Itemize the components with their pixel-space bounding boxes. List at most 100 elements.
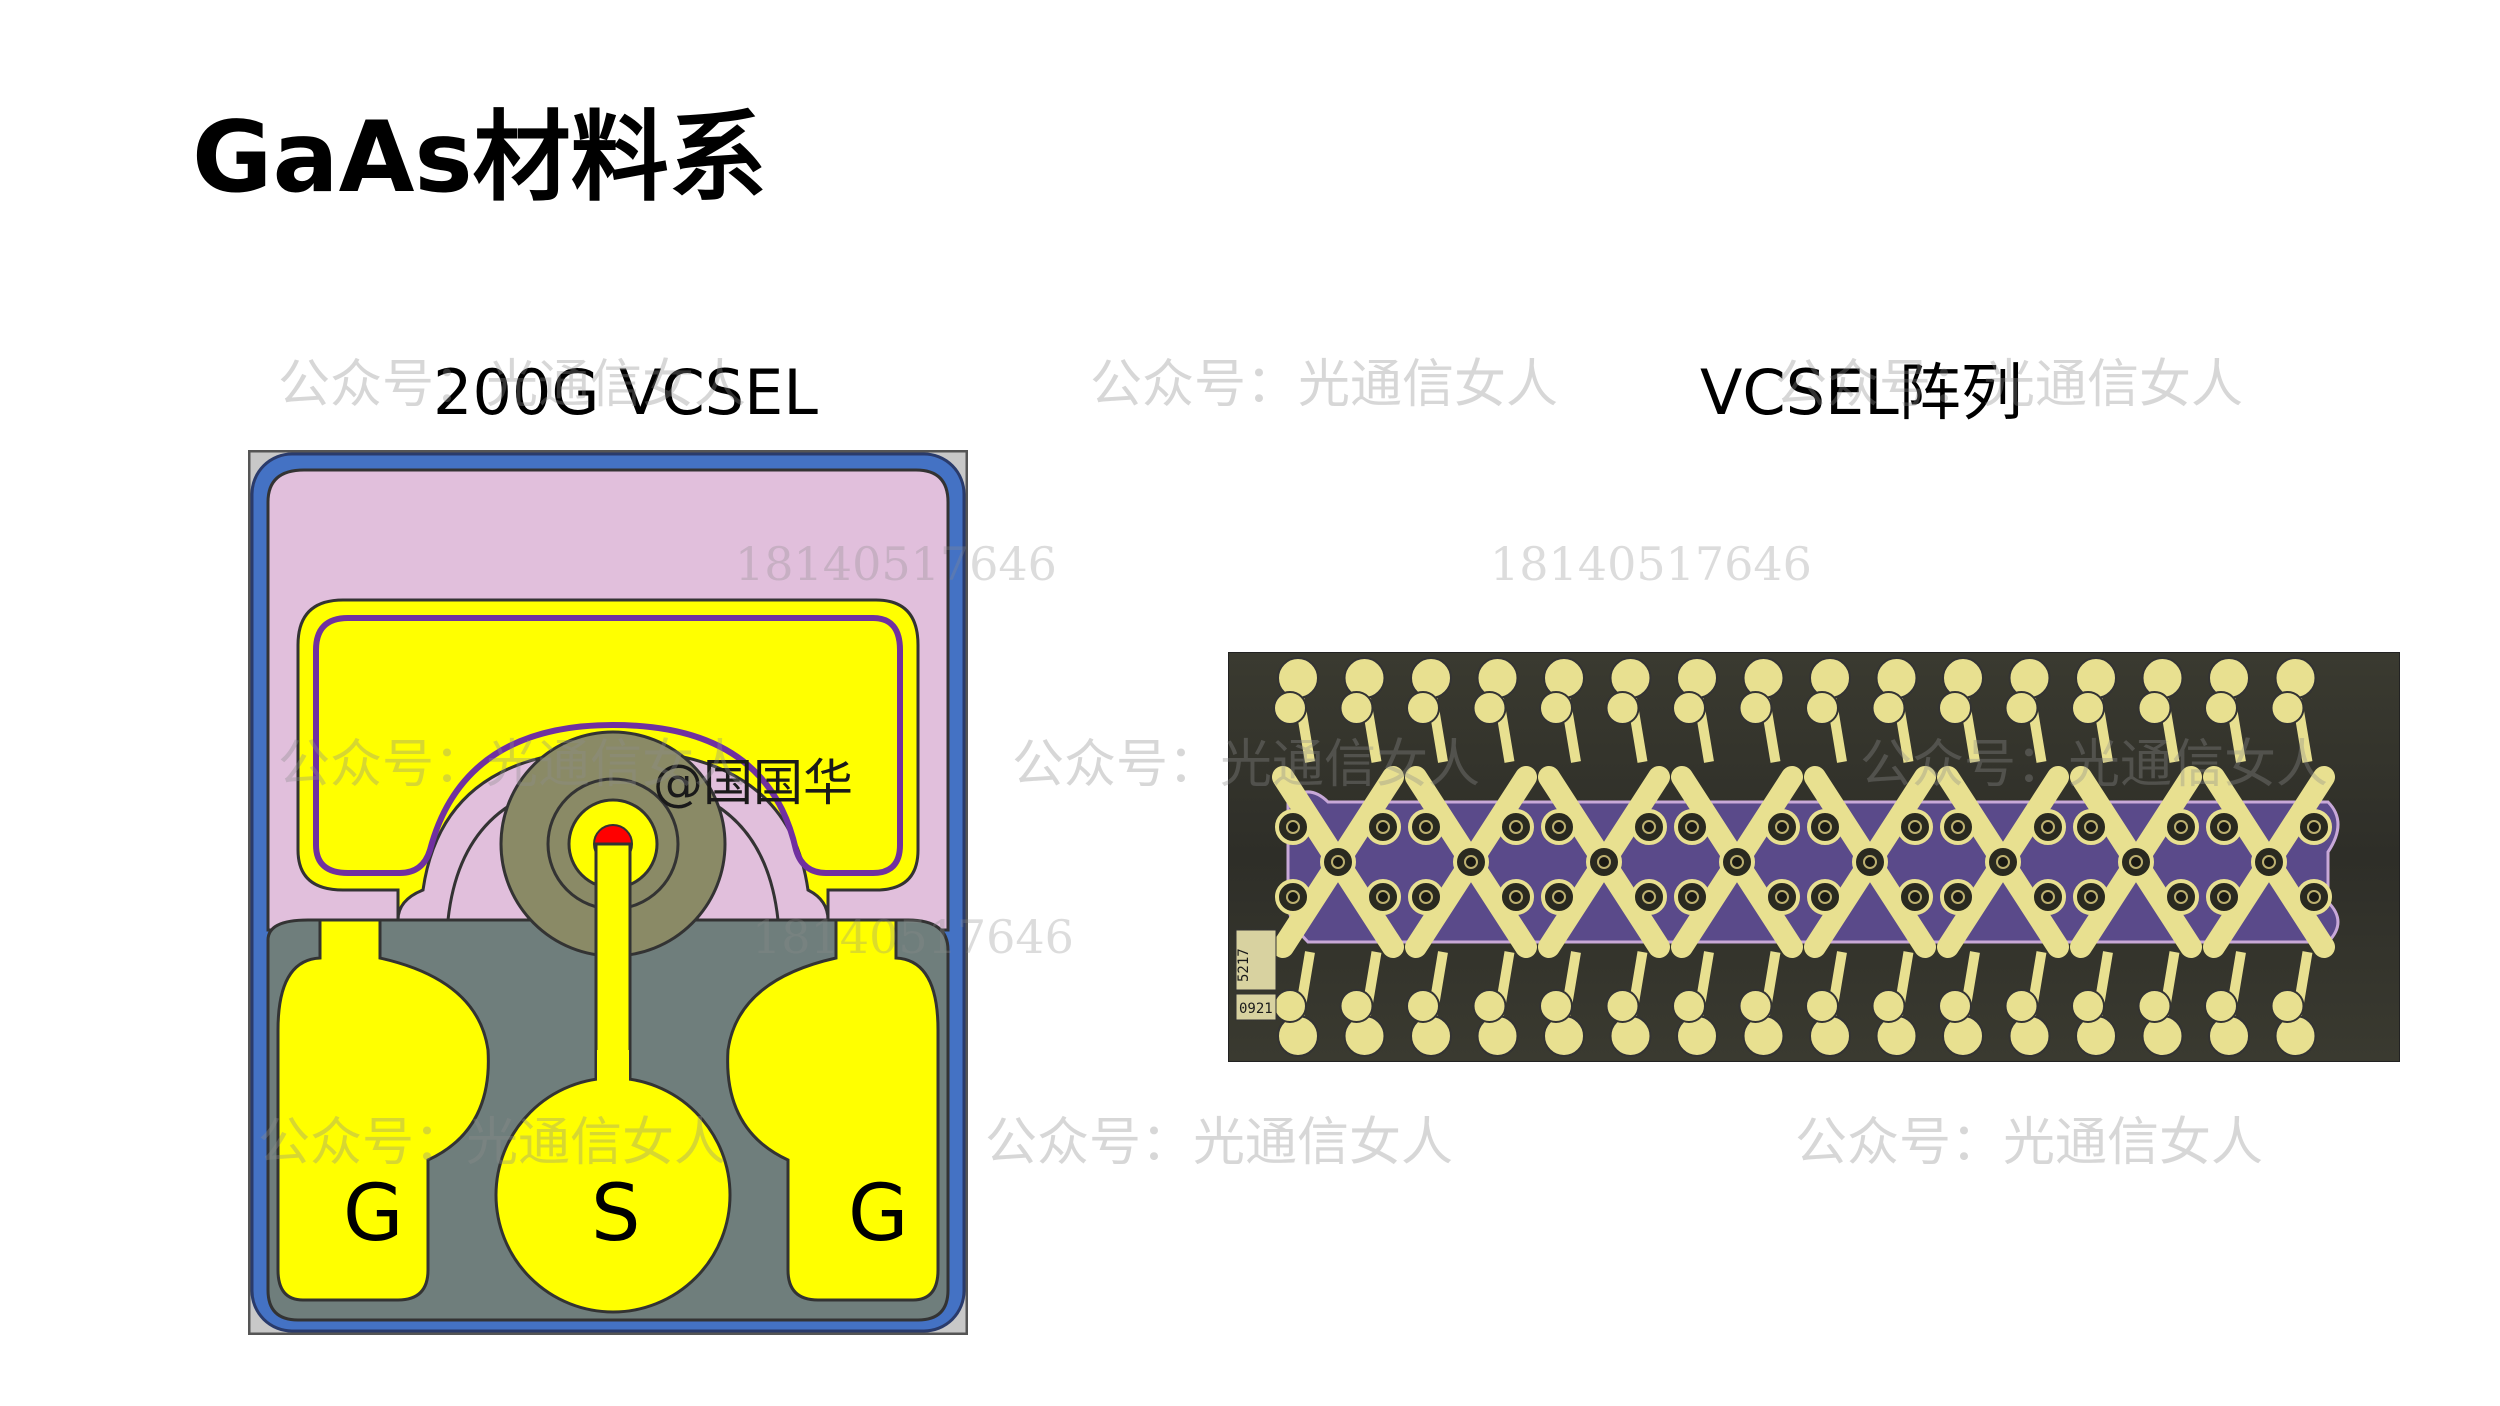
array-bottom-pad-inner [1472,989,1507,1023]
ground-label-left: G [343,1169,403,1259]
signal-label: S [591,1169,641,1259]
array-emitter-aperture [1818,820,1832,834]
array-emitter-aperture [1642,890,1656,904]
array-emitter-aperture [2217,890,2231,904]
array-emitter-aperture [2174,820,2188,834]
array-emitter-aperture [2262,855,2276,869]
array-top-pad [1875,657,1918,699]
array-bottom-pad-inner [1672,989,1706,1023]
array-emitter-aperture [1775,820,1789,834]
array-emitter-aperture [1908,890,1922,904]
array-emitter-aperture [1863,855,1877,869]
array-bottom-pad [1875,1015,1918,1057]
array-bottom-pad [2075,1015,2117,1057]
array-top-pad-inner [1539,691,1573,725]
array-emitter-aperture [1331,855,1345,869]
watermark-account: 公众号：光通信女人 [985,1113,1454,1173]
array-top-pad [2208,657,2250,699]
array-top-pad [2075,657,2117,699]
array-emitter-aperture [1597,855,1611,869]
vcsel-200g-caption: 200G VCSEL [433,356,818,429]
watermark-phone: 18140517646 [1490,537,1812,591]
array-bottom-pad [1476,1015,1519,1057]
array-emitter-aperture [1730,855,1744,869]
array-emitter-aperture [1775,890,1789,904]
array-top-pad [1809,657,1851,699]
array-bottom-pad [1942,1015,1984,1057]
trench-outline [313,615,903,876]
array-emitter-aperture [2174,890,2188,904]
array-bottom-pad-inner [1738,989,1773,1023]
array-emitter-aperture [1509,820,1523,834]
array-top-pad-inner [2270,691,2305,725]
array-top-pad [1543,657,1585,699]
array-top-pad-inner [1938,691,1972,725]
array-top-pad [1609,657,1652,699]
array-emitter-aperture [2084,820,2098,834]
array-bottom-pad-inner [2270,989,2305,1023]
array-emitter-aperture [1464,855,1478,869]
array-emitter-aperture [1908,820,1922,834]
array-bottom-pad [1543,1015,1585,1057]
vcsel-array-caption: VCSEL阵列 [1700,356,2023,429]
array-top-pad [1410,657,1452,699]
array-emitter-aperture [1996,855,2010,869]
array-emitter-aperture [1951,820,1965,834]
array-emitter-aperture [1376,890,1390,904]
array-top-pad-inner [1871,691,1906,725]
die-mark-2: 0921 [1239,1001,1273,1017]
vcsel-array-photo: 5217 0921 [1228,652,2400,1062]
array-top-pad-inner [1605,691,1640,725]
array-top-pad [1343,657,1386,699]
array-top-pad-inner [1339,691,1374,725]
array-emitter-aperture [1419,890,1433,904]
array-bottom-pad [2008,1015,2051,1057]
array-bottom-pad-inner [1273,989,1307,1023]
die-mark-box-1 [1235,929,1277,991]
die-mark-1: 5217 [1236,948,1252,982]
array-emitter-aperture [1685,820,1699,834]
array-top-pad [2141,657,2184,699]
array-top-pad-inner [2204,691,2238,725]
array-bottom-pad [1410,1015,1452,1057]
array-emitter-aperture [1951,890,1965,904]
array-top-pad [1942,657,1984,699]
array-top-pad [2274,657,2317,699]
array-emitter-aperture [1642,820,1656,834]
array-bottom-pad [1343,1015,1386,1057]
die-mark-box-2 [1235,993,1277,1021]
array-bottom-pad-inner [1539,989,1573,1023]
array-bottom-pad [1609,1015,1652,1057]
array-emitter-aperture [1286,820,1300,834]
array-top-pad-inner [1472,691,1507,725]
array-bottom-pad-inner [2137,989,2172,1023]
array-emitter-aperture [2084,890,2098,904]
array-bottom-pad-inner [1871,989,1906,1023]
array-bottom-pad [1742,1015,1785,1057]
array-bottom-pad-inner [1605,989,1640,1023]
array-emitter-aperture [1552,890,1566,904]
array-bottom-pad-inner [1406,989,1440,1023]
vcsel-schematic-diagram: G S G @国国华 [248,450,968,1335]
array-emitter-aperture [2041,820,2055,834]
watermark-account: 公众号：光通信女人 [1795,1113,2264,1173]
ground-pad-left [276,918,490,1302]
array-emitter-aperture [2129,855,2143,869]
array-top-pad-inner [1672,691,1706,725]
array-bottom-pad [2141,1015,2184,1057]
array-emitter-aperture [2217,820,2231,834]
array-top-pad [1476,657,1519,699]
array-bottom-pad [2208,1015,2250,1057]
array-bottom-pad-inner [2204,989,2238,1023]
array-emitter-aperture [2307,820,2321,834]
signal-trace-join [597,1050,629,1110]
watermark-account: 公众号：光通信女人 [1090,355,1559,415]
ground-label-right: G [848,1169,908,1259]
array-bottom-pad-inner [1938,989,1972,1023]
array-bottom-pad [1277,1015,1319,1057]
array-emitter-aperture [1419,820,1433,834]
array-top-pad-inner [1738,691,1773,725]
array-top-pad-inner [2137,691,2172,725]
array-emitter-aperture [1286,890,1300,904]
array-top-pad-inner [2004,691,2039,725]
